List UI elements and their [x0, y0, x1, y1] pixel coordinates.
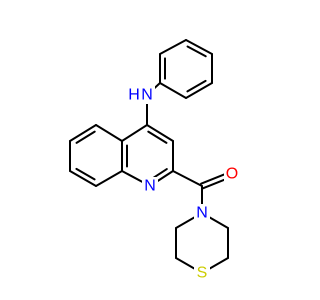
amide-nitrogen: N	[194, 204, 210, 222]
amine-nitrogen: N	[139, 86, 155, 104]
bond-C7-C8-inner	[75, 167, 96, 181]
amine-h-label: H	[128, 87, 140, 104]
carbonyl-o-label: O	[226, 166, 238, 183]
bond-ph3-ph4	[185, 82, 213, 99]
bond-C4a-C4	[121, 124, 148, 142]
bond-C4-C3	[146, 124, 174, 142]
molecule-structure: N H N O N S	[69, 39, 240, 282]
bond-C5-C6	[69, 124, 97, 142]
bond-C4-C3-inner	[147, 130, 168, 144]
bond-C8-C8a	[95, 170, 123, 187]
bond-ph4-ph5	[159, 82, 187, 99]
bond-C7-C8	[69, 170, 97, 187]
bond-ph1-ph2-inner	[186, 45, 207, 58]
sulfur-atom: S	[194, 264, 210, 282]
atom-labels: N H N O N S	[127, 86, 240, 282]
bond-ph3-ph4-inner	[186, 79, 207, 93]
amine-hydrogen: H	[127, 86, 141, 104]
bond-ph1-ph2	[185, 39, 213, 55]
bond-C5-C6-inner	[75, 130, 96, 144]
carbonyl-oxygen: O	[224, 165, 240, 183]
bond-C2-Cc	[172, 170, 203, 187]
bond-C4a-C5	[95, 124, 123, 142]
quinoline-n-label: N	[144, 178, 156, 195]
amine-n-label: N	[141, 87, 153, 104]
quinoline-nitrogen: N	[142, 177, 158, 195]
sulfur-label: S	[197, 265, 208, 282]
bond-ph6-ph1	[159, 39, 187, 55]
bond-lines	[69, 39, 234, 274]
amide-n-label: N	[196, 205, 208, 222]
